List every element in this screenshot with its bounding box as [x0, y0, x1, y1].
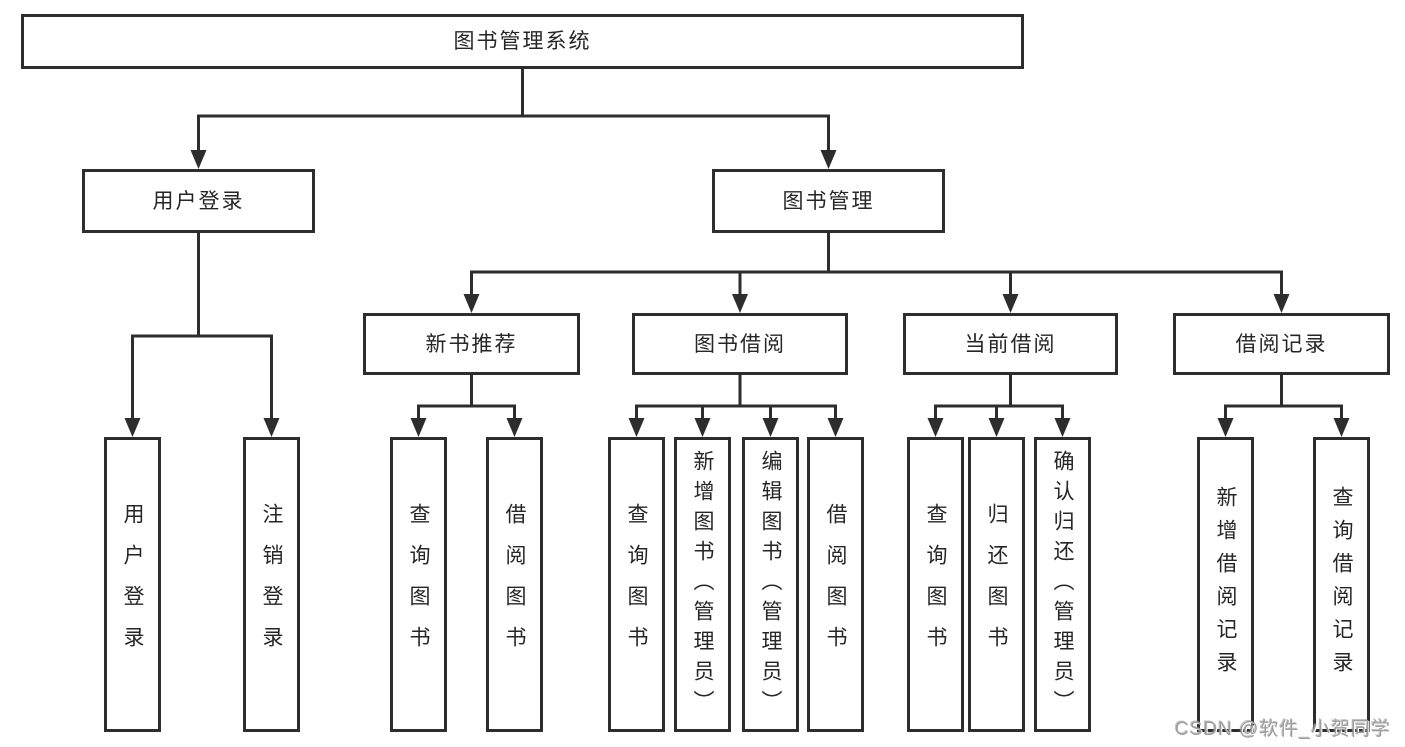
leaf-logout: 注销登录 — [243, 437, 300, 732]
node-library-system: 图书管理系统 — [21, 14, 1024, 69]
node-new-book-recommendation: 新书推荐 — [363, 313, 580, 375]
leaf-bb-edit-books-admin: 编辑图书（管理员） — [742, 437, 799, 732]
leaf-nb-query-books: 查询图书 — [390, 437, 447, 732]
watermark: CSDN @软件_小贺同学 — [1175, 719, 1391, 740]
leaf-cb-return-books: 归还图书 — [968, 437, 1025, 732]
node-book-borrowing: 图书借阅 — [632, 313, 848, 375]
node-user-login: 用户登录 — [82, 169, 315, 233]
leaf-cb-confirm-return-admin: 确认归还（管理员） — [1034, 437, 1091, 732]
arrowheads — [124, 150, 1350, 437]
node-current-borrowing: 当前借阅 — [903, 313, 1118, 375]
node-book-management: 图书管理 — [712, 169, 945, 233]
leaf-br-add-record: 新增借阅记录 — [1197, 437, 1254, 732]
leaf-bb-add-books-admin: 新增图书（管理员） — [674, 437, 731, 732]
leaf-bb-query-books: 查询图书 — [608, 437, 665, 732]
leaf-br-query-record: 查询借阅记录 — [1313, 437, 1370, 732]
leaf-bb-borrow-books: 借阅图书 — [807, 437, 864, 732]
node-borrowing-records: 借阅记录 — [1173, 313, 1390, 375]
leaf-nb-borrow-books: 借阅图书 — [486, 437, 543, 732]
leaf-cb-query-books: 查询图书 — [907, 437, 964, 732]
leaf-user-login: 用户登录 — [104, 437, 161, 732]
